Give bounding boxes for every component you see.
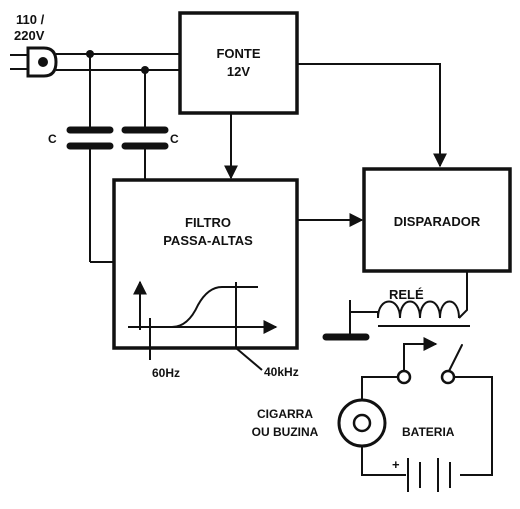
filtro-title: FILTRO — [185, 215, 231, 230]
relay-coil — [322, 271, 470, 341]
buzzer-icon — [337, 398, 387, 448]
cutoff-40khz-leader — [235, 347, 263, 371]
output-wire-bottom — [361, 446, 406, 476]
filtro-subtitle: PASSA-ALTAS — [163, 233, 253, 248]
capacitor-2 — [121, 126, 169, 150]
mains-plug — [10, 46, 58, 78]
filtro-block — [112, 178, 299, 350]
buzzer-label-line1: CIGARRA — [257, 407, 313, 421]
filter-response-graph — [128, 280, 278, 371]
relay-switch — [396, 337, 463, 385]
switch-contact-left — [396, 369, 412, 385]
mains-voltage-label-line1: 110 / — [16, 12, 45, 27]
fonte-title: FONTE — [216, 46, 260, 61]
fonte-to-disparador-arrow — [297, 63, 447, 168]
battery-polarity-label: + — [392, 457, 400, 472]
output-wire-right — [454, 376, 493, 476]
cutoff-40khz-label: 40kHz — [264, 365, 299, 379]
battery-label: BATERIA — [402, 425, 455, 439]
capacitor-2-label: C — [170, 132, 179, 146]
fonte-voltage: 12V — [227, 64, 250, 79]
cutoff-60hz-label: 60Hz — [152, 366, 180, 380]
mains-voltage-label-line2: 220V — [14, 28, 45, 43]
fonte-block — [178, 11, 299, 115]
filter-response-curve — [150, 286, 258, 328]
buzzer-label-line2: OU BUZINA — [252, 425, 319, 439]
output-wire-left — [361, 376, 398, 400]
disparador-title: DISPARADOR — [394, 214, 481, 229]
capacitor-1-label: C — [48, 132, 57, 146]
switch-contact-right — [440, 369, 456, 385]
disparador-block — [362, 167, 512, 273]
relay-label: RELÉ — [389, 287, 424, 302]
battery-icon — [407, 458, 451, 492]
relay-switch-blade — [447, 344, 463, 374]
capacitor-1 — [66, 126, 114, 150]
plug-pin — [38, 57, 48, 67]
